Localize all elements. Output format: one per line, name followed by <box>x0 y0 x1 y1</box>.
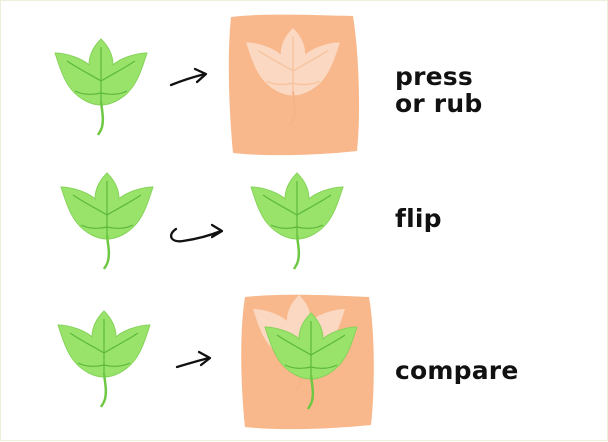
leaf-icon <box>57 310 151 409</box>
arrow-right-icon <box>175 350 212 369</box>
step-label-line: press <box>395 62 473 91</box>
row-compare <box>57 294 374 430</box>
step-label-line: compare <box>395 356 519 385</box>
step-label-flip: flip <box>395 205 442 232</box>
paper-print-icon <box>228 14 360 156</box>
leaf-icon <box>250 172 344 271</box>
leaf-icon <box>54 38 148 137</box>
step-label-compare: compare <box>395 357 519 384</box>
step-label-line: or rub <box>395 89 483 118</box>
row-flip <box>60 172 344 271</box>
step-label-press: press or rub <box>395 63 482 117</box>
arrow-right-icon <box>169 67 208 87</box>
flip-arrow-icon <box>169 223 224 243</box>
leaf-icon <box>60 172 154 271</box>
step-label-line: flip <box>395 204 442 233</box>
row-press <box>54 14 360 156</box>
